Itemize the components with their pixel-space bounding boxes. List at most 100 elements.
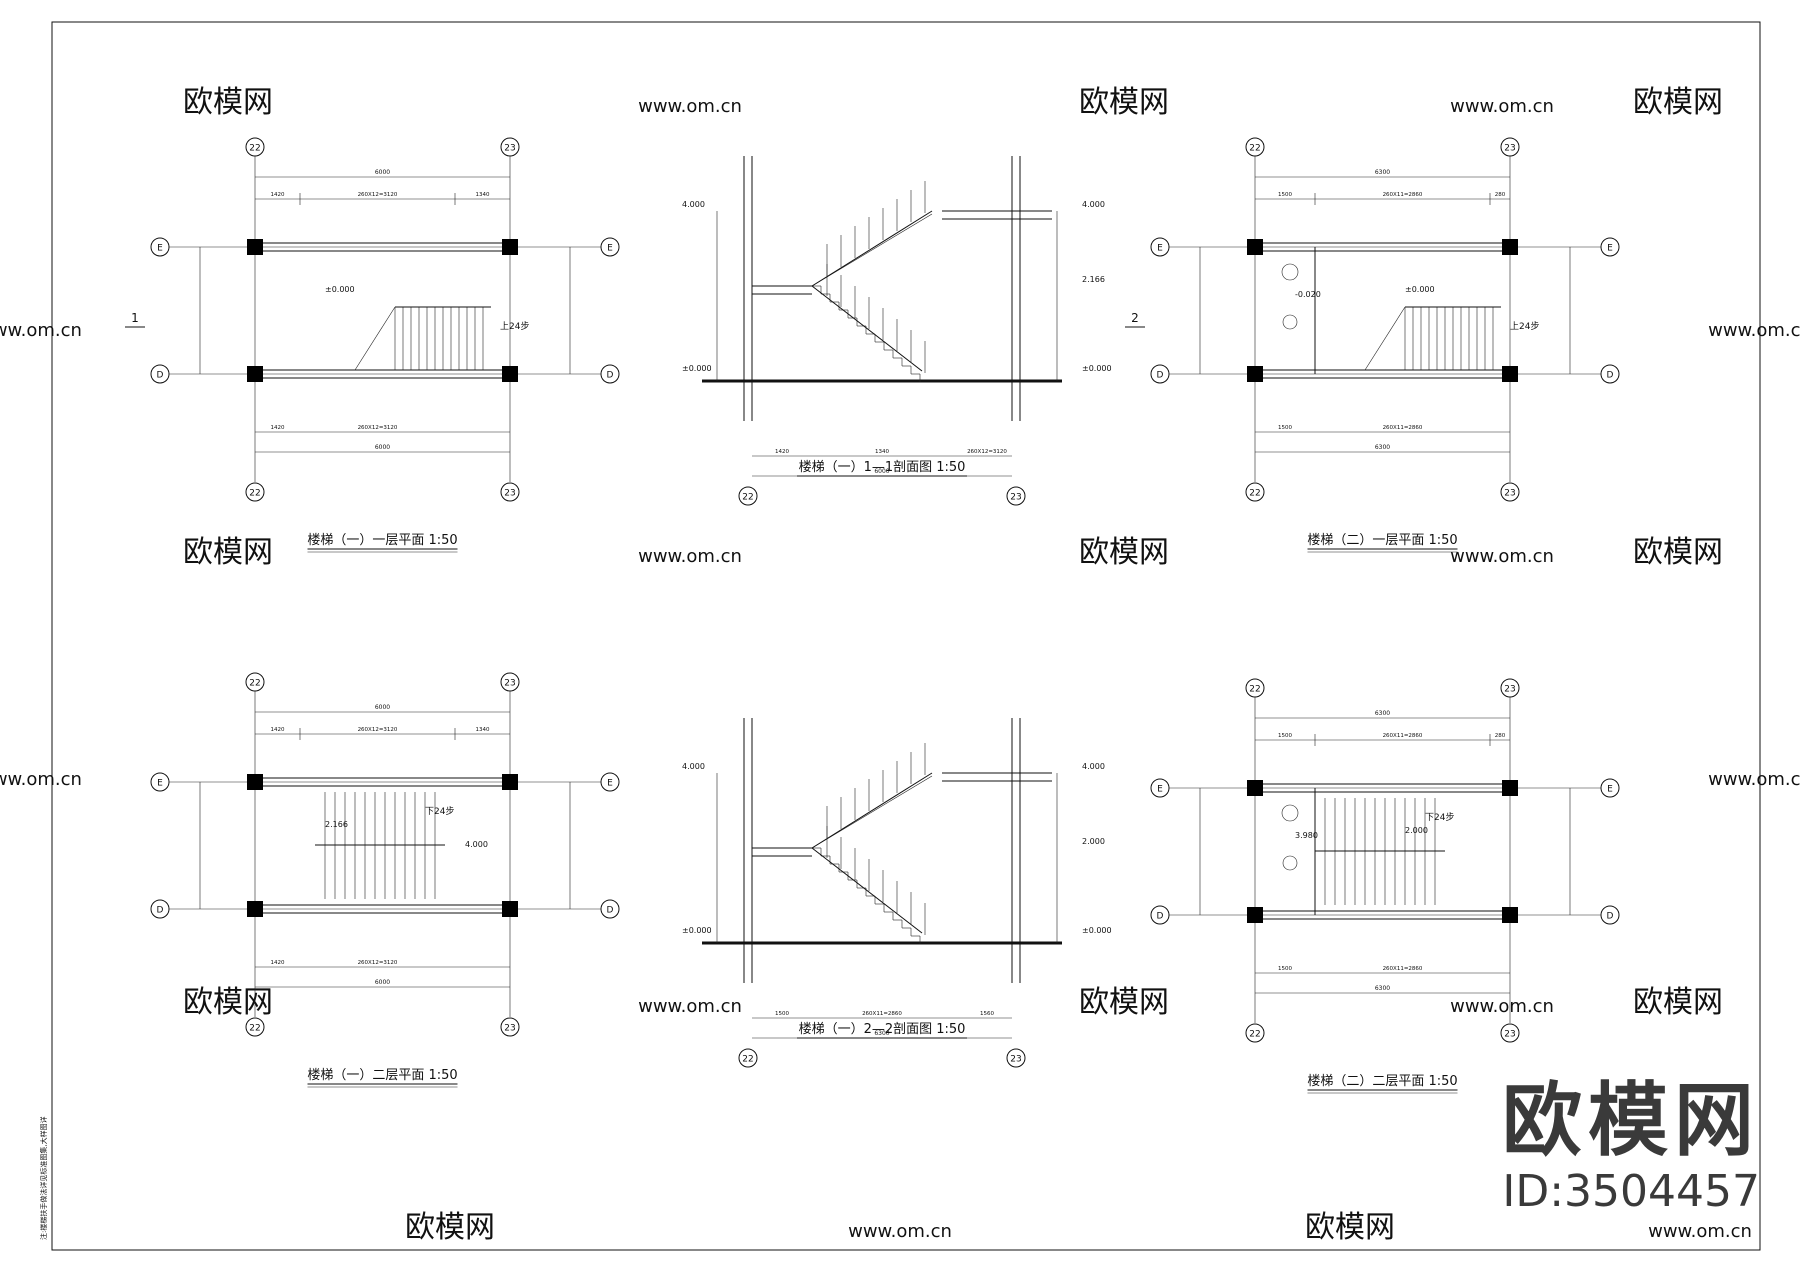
grid-label: E — [1607, 244, 1613, 254]
stringer — [811, 847, 923, 934]
dim-text: 1420 — [775, 449, 789, 455]
dim-text: 1340 — [476, 192, 490, 198]
watermark-url: www.om.cn — [0, 320, 82, 341]
tread — [891, 231, 903, 239]
watermark-url: www.om.cn — [638, 996, 742, 1017]
level-mark: 2.166 — [1082, 275, 1105, 284]
dim-text: 6300 — [1375, 444, 1390, 451]
dim-text: 6300 — [1375, 985, 1390, 992]
grid-label: 23 — [1010, 493, 1021, 503]
level-mark: 4.000 — [682, 762, 705, 771]
tread — [851, 255, 863, 263]
level-mark: 2.166 — [325, 820, 348, 829]
dim-text: 1420 — [271, 727, 285, 733]
dim-text: 1500 — [775, 1011, 789, 1017]
grid-label: 22 — [249, 489, 260, 499]
stringer — [811, 210, 933, 287]
basin — [1282, 314, 1298, 330]
dim-text: 6000 — [375, 979, 390, 986]
grid-label: 22 — [1249, 144, 1260, 154]
dim-text: 1500 — [1278, 192, 1292, 198]
level-mark: ±0.000 — [1082, 926, 1112, 935]
watermark-url: www.om.cn — [1450, 546, 1554, 567]
dim-text: 260X12=3120 — [358, 192, 398, 198]
grid-label: E — [1607, 785, 1613, 795]
drawing-title: 楼梯（一）二层平面 1:50 — [307, 1068, 457, 1083]
dim-text: 1500 — [1278, 425, 1292, 431]
level-mark: 4.000 — [682, 200, 705, 209]
dim-text: 6000 — [375, 444, 390, 451]
tread — [901, 225, 913, 233]
watermark-text: 欧模网 — [183, 535, 273, 570]
grid-bubble — [1245, 1023, 1265, 1043]
dim-text: 1420 — [271, 425, 285, 431]
grid-label: 23 — [1504, 489, 1515, 499]
grid-label: 23 — [1504, 144, 1515, 154]
grid-label: D — [1157, 912, 1164, 922]
brand-stamp: 欧模网 ID:3504457 — [1502, 1076, 1760, 1218]
grid-bubble — [738, 1048, 758, 1068]
grid-label: D — [607, 371, 614, 381]
dim-text: 260X12=3120 — [358, 727, 398, 733]
level-mark: 4.000 — [1082, 762, 1105, 771]
dim-text: 1420 — [271, 192, 285, 198]
grid-label: 23 — [1504, 685, 1515, 695]
grid-label: E — [607, 779, 613, 789]
drawings-layer: 22 23 22 23 6000 1420 260X12=3120 1340 1420 260X1… — [125, 137, 1620, 1094]
grid-label: D — [157, 906, 164, 916]
column — [1502, 366, 1518, 382]
stair-label: 下24步 — [425, 806, 454, 817]
grid-label: D — [1157, 371, 1164, 381]
column — [1502, 239, 1518, 255]
level-mark: 2.000 — [1405, 826, 1428, 835]
level-mark: -0.020 — [1295, 290, 1321, 299]
dim-text: 260X12=3120 — [358, 960, 398, 966]
column — [1247, 239, 1263, 255]
brand-name: 欧模网 — [1502, 1074, 1760, 1167]
drawing-title: 楼梯（一）1—1剖面图 1:50 — [799, 460, 966, 475]
column — [247, 774, 263, 790]
dim-text: 260X11=2860 — [1383, 425, 1423, 431]
level-mark: ±0.000 — [1405, 285, 1435, 294]
grid-bubble — [1500, 1023, 1520, 1043]
brand-id: ID:3504457 — [1502, 1166, 1760, 1217]
grid-label: E — [157, 779, 163, 789]
grid-label: E — [1157, 785, 1163, 795]
tread — [911, 219, 923, 227]
watermark-url: www.om.cn — [0, 769, 82, 790]
basin — [1282, 855, 1298, 871]
level-mark: 4.000 — [1082, 200, 1105, 209]
tread — [921, 775, 933, 783]
grid-bubble — [245, 482, 265, 502]
dim-text: 280 — [1495, 192, 1506, 198]
watermark-layer: 欧模网欧模网欧模网欧模网欧模网欧模网欧模网欧模网欧模网欧模网欧模网www.om.… — [0, 85, 1800, 1245]
column — [502, 901, 518, 917]
column — [502, 366, 518, 382]
column — [247, 366, 263, 382]
grid-label: 22 — [249, 679, 260, 689]
grid-label: D — [157, 371, 164, 381]
grid-label: E — [1157, 244, 1163, 254]
grid-bubble — [500, 482, 520, 502]
column — [1247, 366, 1263, 382]
dim-text: 6000 — [375, 704, 390, 711]
watermark-url: www.om.cn — [1450, 996, 1554, 1017]
watermark-text: 欧模网 — [1633, 535, 1723, 570]
column — [247, 901, 263, 917]
tread — [901, 787, 913, 795]
watermark-text: 欧模网 — [1079, 985, 1169, 1020]
watermark-text: 欧模网 — [1079, 535, 1169, 570]
tread — [911, 781, 923, 789]
level-mark: 2.000 — [1082, 837, 1105, 846]
side-note: 注:楼梯扶手做法详见标准图集,大样图详 — [39, 1116, 48, 1240]
drawing-title: 楼梯（二）二层平面 1:50 — [1307, 1074, 1457, 1089]
column — [502, 774, 518, 790]
grid-label: E — [157, 244, 163, 254]
watermark-text: 欧模网 — [183, 985, 273, 1020]
tread — [851, 817, 863, 825]
dim-text: 6300 — [874, 1030, 889, 1037]
grid-bubble — [500, 1017, 520, 1037]
